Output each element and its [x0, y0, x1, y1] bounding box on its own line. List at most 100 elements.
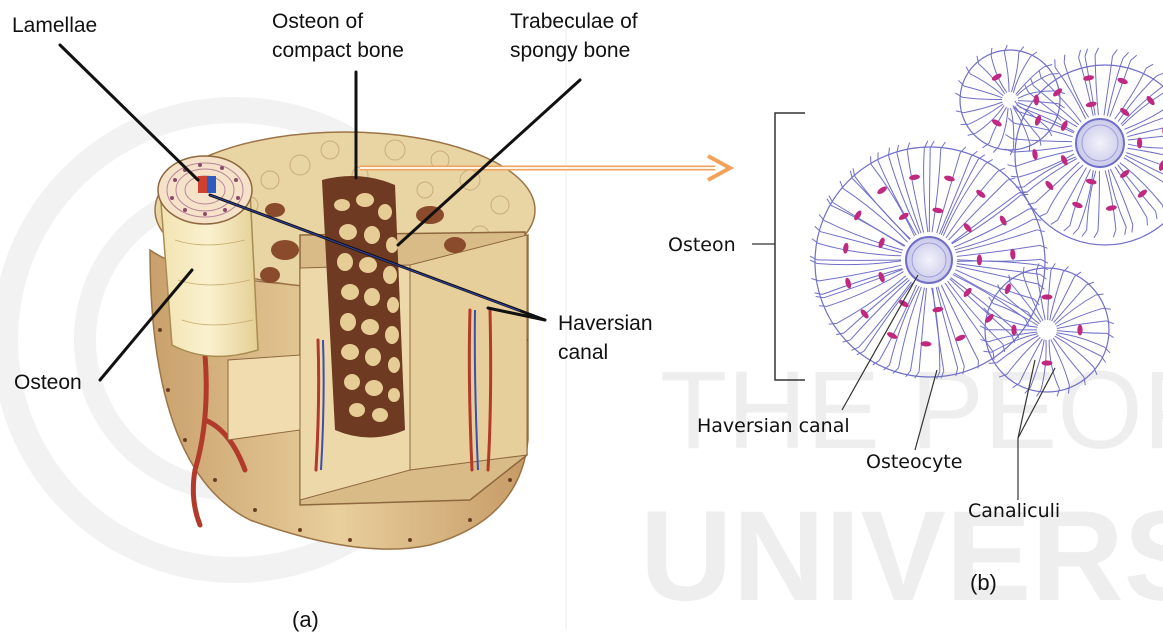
canaliculus [843, 188, 908, 242]
osteocyte-cell [1137, 138, 1142, 149]
canaliculus-branch [1023, 267, 1024, 275]
canaliculus-branch [1131, 55, 1137, 60]
canaliculus-branch [1050, 74, 1058, 75]
canaliculus-branch [1125, 227, 1127, 235]
label-lamellae: Lamellae [12, 14, 97, 37]
osteocyte-cell [920, 341, 931, 347]
canaliculus-branch [1039, 70, 1041, 78]
canaliculus-branch [1040, 213, 1047, 216]
label-canaliculi: Canaliculi [968, 500, 1060, 522]
osteocyte-cell [844, 277, 852, 289]
osteocyte-cell [1106, 204, 1118, 211]
label-haversian-line2: canal [558, 341, 608, 364]
watermark-line-2: UNIVERS [640, 485, 1163, 628]
osteocyte-cell [1042, 294, 1053, 299]
canaliculus-branch [1051, 263, 1055, 270]
haversian-canal-main [906, 237, 952, 283]
canaliculus [964, 102, 1003, 113]
canaliculus-branch [1005, 135, 1012, 139]
osteocyte-cell [1071, 201, 1083, 210]
osteon-vein [207, 176, 216, 193]
canaliculus-branch [991, 48, 992, 56]
caption-a: (a) [292, 607, 319, 632]
canaliculus [1041, 78, 1081, 123]
osteocyte-cell [932, 207, 944, 214]
osteocyte-cell [932, 306, 944, 313]
canaliculus-branch [1079, 50, 1081, 58]
canaliculus-branch [815, 293, 823, 295]
canaliculus-branch [1107, 333, 1114, 337]
canaliculus [831, 206, 904, 247]
canaliculus [1095, 55, 1098, 115]
canaliculus [1125, 155, 1163, 181]
canaliculus [871, 164, 915, 236]
canaliculus-branch [1064, 226, 1070, 231]
canaliculus [907, 150, 923, 232]
canaliculus [819, 265, 902, 281]
osteocyte-cell [1010, 249, 1016, 260]
canaliculus [1128, 134, 1163, 140]
canaliculus-branch [816, 297, 824, 298]
label-trabeculae-line1: Trabeculae of [510, 10, 638, 33]
canaliculus [999, 108, 1009, 147]
canaliculus [855, 176, 911, 239]
canaliculus-branch [1073, 228, 1078, 234]
canaliculus [1004, 52, 1009, 92]
canaliculus [957, 259, 1041, 261]
label-osteon-a: Osteon [14, 371, 82, 394]
osteocyte-cell [1042, 360, 1053, 365]
canaliculus-branch [810, 260, 817, 264]
osteocyte-cell [1034, 95, 1039, 106]
osteocyte-cell [1117, 77, 1129, 86]
canaliculus [822, 269, 902, 295]
canaliculus-branch [1004, 45, 1007, 52]
canaliculus-branch [1146, 64, 1153, 68]
label-osteon-compact-line2: compact bone [272, 39, 404, 62]
osteon-bracket [775, 113, 805, 380]
osteocyte-cell [1011, 325, 1016, 336]
osteocyte-cell [909, 174, 921, 181]
canaliculus-branch [811, 279, 819, 281]
cutaway-step [228, 355, 300, 440]
canaliculus [1115, 68, 1147, 119]
osteocyte-cell [998, 215, 1008, 227]
osteocyte-cell [1158, 160, 1163, 172]
canaliculus-branch [955, 93, 962, 97]
osteocyte-cell [877, 271, 886, 283]
canaliculus [993, 304, 1038, 326]
canaliculus-branch [1051, 220, 1058, 224]
osteocyte-cell [975, 188, 987, 199]
canaliculus [957, 245, 1040, 256]
osteocyte-cell [1077, 325, 1082, 336]
canaliculus [964, 86, 1002, 98]
osteocyte-cell [886, 331, 898, 341]
canaliculus [1124, 158, 1163, 189]
canaliculus [1055, 295, 1096, 324]
canaliculus [924, 148, 928, 232]
canaliculus [821, 232, 902, 253]
canaliculus [1128, 148, 1163, 160]
canaliculus-branch [819, 306, 827, 307]
label-osteocyte: Osteocyte [866, 451, 962, 473]
osteon-artery [198, 176, 207, 193]
canaliculus-branch [1007, 165, 1015, 167]
osteocyte-cell [1083, 74, 1095, 81]
osteocyte-cell [1085, 101, 1097, 109]
canaliculus [1064, 63, 1088, 118]
canaliculus [1118, 165, 1156, 212]
canaliculus-branch [989, 363, 997, 364]
canaliculus [1011, 108, 1014, 148]
canaliculus-branch [1147, 218, 1148, 226]
haversian-canal-upper [1076, 119, 1124, 167]
canaliculus-branch [1094, 231, 1098, 238]
canaliculus [1098, 171, 1099, 231]
canaliculus [1128, 144, 1163, 148]
label-haversian-line1: Haversian [558, 312, 653, 335]
canaliculus-branch [1113, 50, 1118, 56]
canaliculus-branch [1157, 73, 1163, 76]
canaliculus-branch [1103, 308, 1111, 309]
osteocyte-cell [1085, 178, 1097, 186]
canaliculus-branch [1106, 321, 1114, 324]
